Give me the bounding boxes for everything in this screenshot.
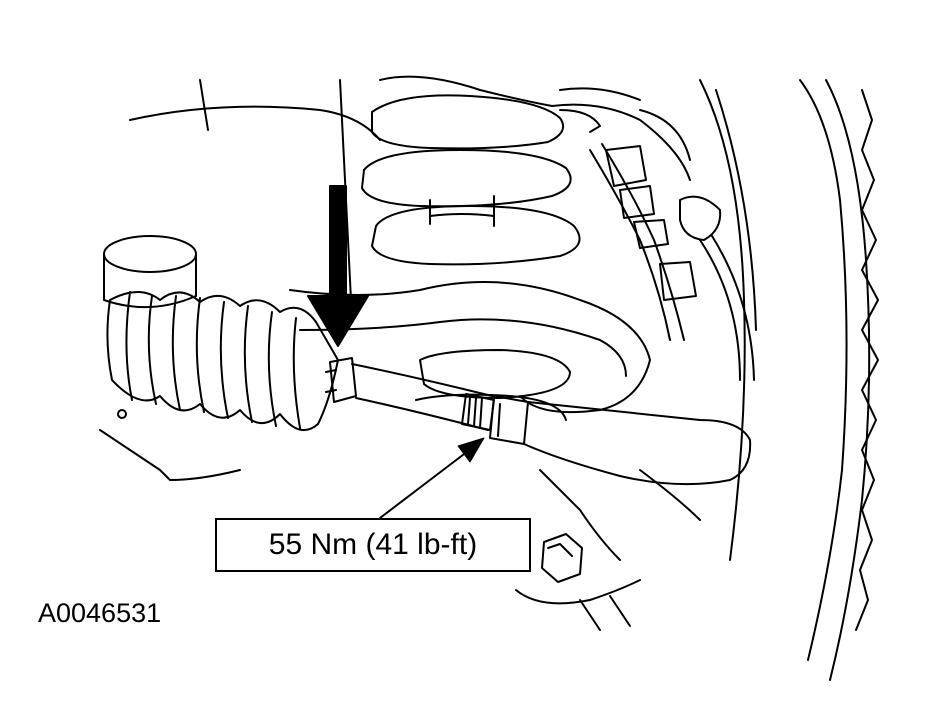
figure-id: A0046531 bbox=[38, 598, 162, 628]
frame-outline bbox=[129, 75, 691, 321]
mount-bracket bbox=[99, 235, 241, 481]
brake-rotor bbox=[699, 79, 879, 681]
steering-boot bbox=[106, 291, 339, 432]
brake-lines bbox=[559, 109, 755, 381]
leader-arrow-icon bbox=[379, 437, 485, 519]
down-arrow-icon bbox=[307, 185, 369, 347]
tie-rod bbox=[325, 357, 529, 445]
tie-rod-end bbox=[523, 401, 752, 561]
lower-nut bbox=[515, 533, 641, 631]
coil-spring bbox=[361, 94, 581, 421]
torque-callout-box: 55 Nm (41 lb-ft) bbox=[215, 518, 531, 572]
torque-spec-label: 55 Nm (41 lb-ft) bbox=[268, 528, 478, 561]
